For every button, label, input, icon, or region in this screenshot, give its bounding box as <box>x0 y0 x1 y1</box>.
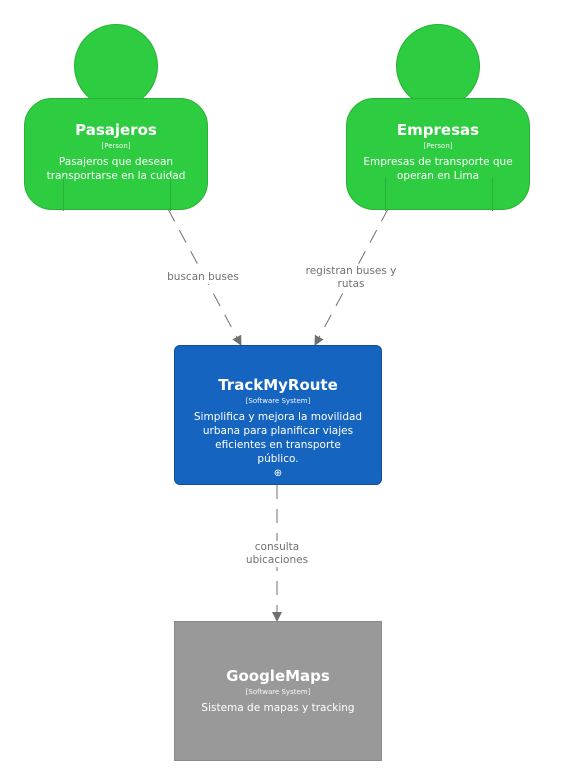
person-head <box>396 24 480 108</box>
person-empresas[interactable]: Empresas [Person] Empresas de transporte… <box>346 24 530 211</box>
external-stereotype: [Software System] <box>245 688 311 696</box>
person-description: Empresas de transporte que operan en Lim… <box>363 156 513 182</box>
system-googlemaps[interactable]: GoogleMaps [Software System] Sistema de … <box>174 621 382 761</box>
edge-label-registran-buses: registran buses y rutas <box>302 265 400 291</box>
person-title: Empresas <box>396 121 480 139</box>
system-stereotype: [Software System] <box>245 397 311 405</box>
system-description: Simplifica y mejora la movilidad urbana … <box>193 411 363 465</box>
person-pasajeros[interactable]: Pasajeros [Person] Pasajeros que desean … <box>24 24 208 211</box>
system-title: TrackMyRoute <box>218 376 338 394</box>
person-body: Empresas [Person] Empresas de transporte… <box>346 98 530 211</box>
system-trackmyroute[interactable]: TrackMyRoute [Software System] Simplific… <box>174 345 382 485</box>
person-body: Pasajeros [Person] Pasajeros que desean … <box>24 98 208 211</box>
person-stereotype: [Person] <box>101 142 131 150</box>
person-description: Pasajeros que desean transportarse en la… <box>46 156 186 182</box>
edge-label-buscan-buses: buscan buses <box>158 271 248 284</box>
person-head <box>74 24 158 108</box>
zoom-in-icon[interactable]: ⊕ <box>273 468 283 479</box>
external-description: Sistema de mapas y tracking <box>201 702 355 714</box>
edge-label-consulta-ubicaciones: consulta ubicaciones <box>240 541 314 567</box>
person-stereotype: [Person] <box>423 142 453 150</box>
person-title: Pasajeros <box>75 121 157 139</box>
external-title: GoogleMaps <box>226 667 330 685</box>
